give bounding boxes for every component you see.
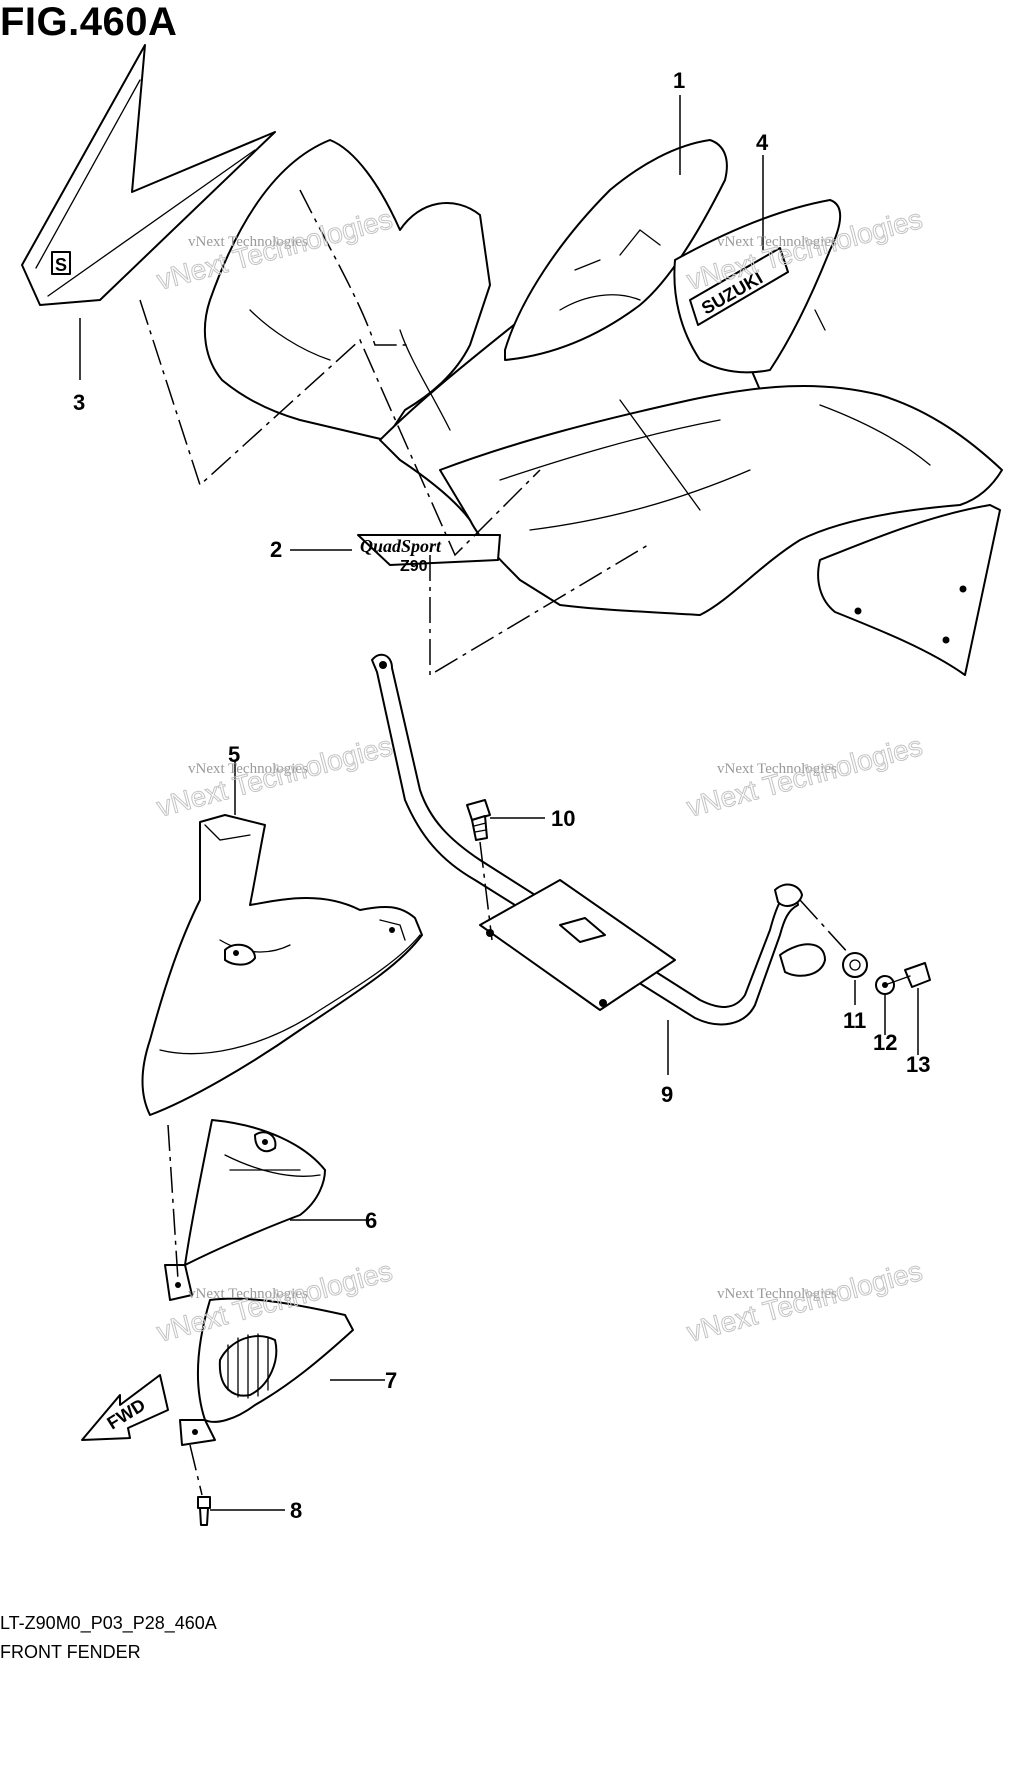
bolt-13 [884, 962, 931, 988]
svg-text:vNext Technologies: vNext Technologies [188, 761, 308, 777]
callout-8: 8 [290, 1498, 302, 1523]
figure-code: LT-Z90M0_P03_P28_460A [0, 1613, 217, 1633]
fender-bracket [371, 653, 826, 1026]
headlight-bracket [179, 1297, 354, 1446]
grommet-11 [842, 952, 868, 978]
headlight-cover [164, 1119, 326, 1301]
svg-text:vNext Technologies: vNext Technologies [188, 234, 308, 250]
watermark-4: vNext Technologies vNext Technologies [683, 730, 926, 824]
svg-text:vNext Technologies: vNext Technologies [717, 234, 837, 250]
bolt-10 [466, 799, 491, 841]
screw-8 [197, 1496, 211, 1526]
svg-text:vNext Technologies: vNext Technologies [717, 761, 837, 777]
callout-11: 11 [843, 1008, 866, 1033]
watermark-3: vNext Technologies vNext Technologies [153, 730, 396, 824]
callout-4: 4 [756, 130, 769, 155]
model-decal: QuadSport Z90 [357, 534, 501, 575]
figure-name: FRONT FENDER [0, 1642, 141, 1662]
front-nose-cover [141, 814, 423, 1116]
washer-axis [799, 899, 851, 956]
figure-title: FIG.460A [0, 0, 178, 44]
callout-5: 5 [228, 742, 240, 767]
callout-9: 9 [661, 1082, 673, 1107]
watermark-6: vNext Technologies vNext Technologies [683, 1255, 926, 1349]
model-number-text: Z90 [400, 558, 428, 575]
callout-1: 1 [673, 68, 685, 93]
model-script-text: QuadSport [360, 536, 442, 556]
callout-10: 10 [551, 806, 575, 831]
callout-2: 2 [270, 537, 282, 562]
callout-6: 6 [365, 1208, 377, 1233]
svg-text:vNext Technologies: vNext Technologies [717, 1286, 837, 1302]
forward-arrow-icon: FWD [81, 1374, 169, 1441]
svg-text:vNext Technologies: vNext Technologies [188, 1286, 308, 1302]
callout-12: 12 [873, 1030, 897, 1055]
s-emblem-text: S [55, 255, 67, 275]
bolt-10-axis [479, 841, 493, 941]
assembly-lines-upper [139, 189, 649, 677]
assembly-lines-lower [167, 1124, 203, 1496]
front-fender-body: SUZUKI [203, 139, 1003, 676]
callout-13: 13 [906, 1052, 930, 1077]
callout-7: 7 [385, 1368, 397, 1393]
callout-3: 3 [73, 390, 85, 415]
side-emblem-decal: S [21, 44, 276, 306]
